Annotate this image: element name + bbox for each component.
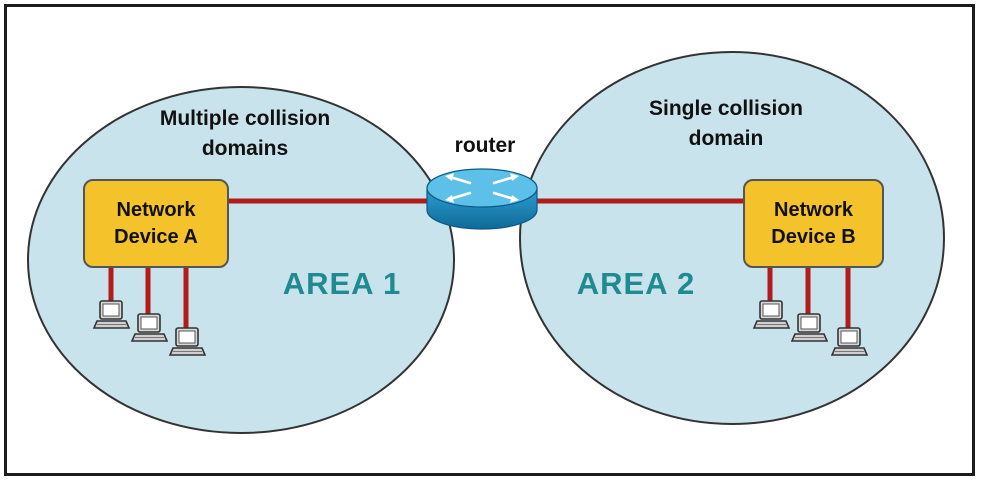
area1-description: Multiple collision domains [159,107,331,160]
router-icon [426,168,538,230]
area2-label: AREA 2 [576,266,696,301]
network-device-b: Network Device B [743,179,884,268]
network-device-a: Network Device A [83,179,229,268]
network-device-b-label: Network Device B [771,198,856,248]
area1-circle [27,86,455,434]
area2-description: Single collision domain [648,97,804,150]
network-device-a-label: Network Device A [114,198,198,248]
router-label: router [454,134,516,157]
area1-label: AREA 1 [282,266,402,301]
